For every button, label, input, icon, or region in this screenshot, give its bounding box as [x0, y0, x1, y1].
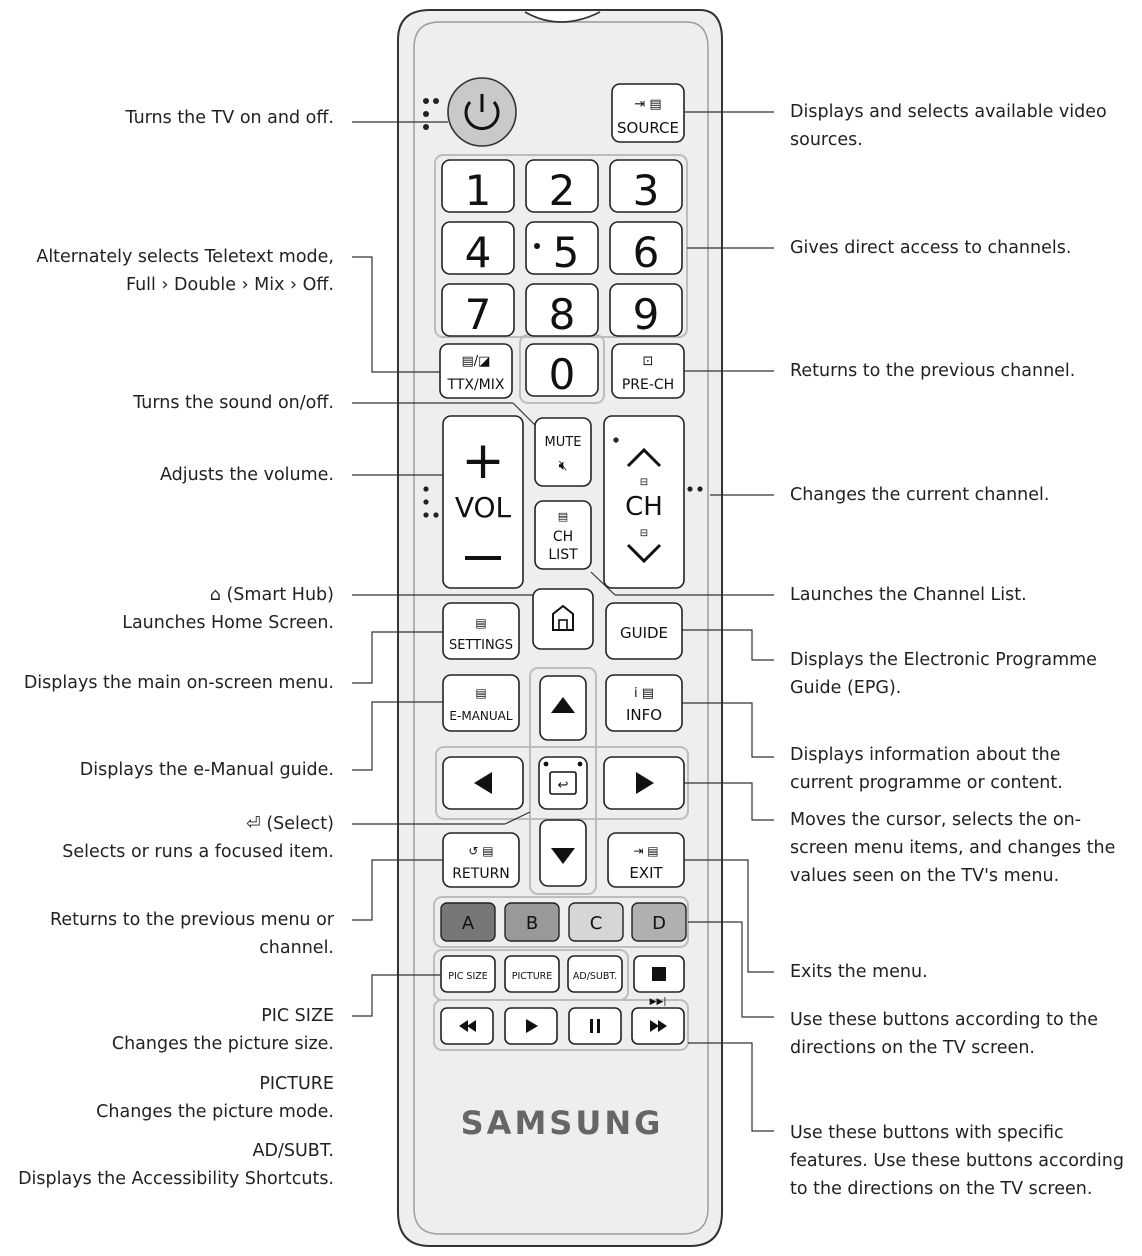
svg-text:5: 5: [553, 228, 580, 277]
source-button[interactable]: [611, 83, 685, 143]
callout-navigation: Moves the cursor, selects the on- screen…: [790, 810, 1116, 886]
callout-channel: Changes the current channel.: [790, 485, 1050, 505]
svg-text:1: 1: [465, 166, 492, 215]
picture-button[interactable]: [504, 955, 560, 993]
callout-pic-size: PIC SIZE Changes the picture size.: [111, 1006, 334, 1054]
svg-text:VOL: VOL: [455, 491, 512, 524]
svg-text:8: 8: [549, 290, 576, 339]
svg-text:GUIDE: GUIDE: [620, 624, 668, 642]
svg-text:D: D: [652, 913, 666, 934]
svg-text:LIST: LIST: [548, 547, 578, 563]
svg-text:4: 4: [465, 228, 492, 277]
color-button-d[interactable]: [631, 902, 687, 942]
svg-text:TTX/MIX: TTX/MIX: [447, 377, 505, 393]
number-pad: 1 2 3 4 5 6 7 8 9 0: [441, 159, 683, 399]
mute-button[interactable]: [534, 417, 592, 487]
svg-text:EXIT: EXIT: [629, 864, 663, 882]
svg-text:9: 9: [633, 290, 660, 339]
svg-text:+: +: [461, 431, 505, 491]
callout-pre-ch: Returns to the previous channel.: [790, 361, 1076, 381]
svg-text:SETTINGS: SETTINGS: [449, 638, 513, 653]
ttx-mix-button[interactable]: [439, 343, 513, 399]
callout-ad-subt: AD/SUBT. Displays the Accessibility Shor…: [18, 1141, 334, 1189]
svg-text:🔇︎: 🔇︎: [559, 458, 568, 474]
svg-text:RETURN: RETURN: [452, 866, 510, 882]
svg-text:↺ ▤: ↺ ▤: [468, 844, 493, 858]
select-button[interactable]: [538, 756, 588, 810]
callout-numbers: Gives direct access to channels.: [790, 238, 1072, 258]
callout-return: Returns to the previous menu or channel.: [49, 910, 334, 958]
svg-text:⊟: ⊟: [640, 528, 648, 539]
callout-ttx-mix: Alternately selects Teletext mode, Full …: [36, 247, 334, 295]
svg-text:PRE-CH: PRE-CH: [622, 377, 674, 393]
brand-logo: SAMSUNG: [461, 1104, 664, 1142]
home-button[interactable]: [532, 588, 594, 650]
pic-size-button[interactable]: [440, 955, 496, 993]
callout-source: Displays and selects available video sou…: [790, 102, 1107, 150]
callout-power: Turns the TV on and off.: [125, 108, 334, 128]
svg-text:▤: ▤: [475, 616, 486, 630]
svg-text:A: A: [462, 913, 475, 934]
svg-text:▤: ▤: [475, 686, 486, 700]
svg-text:B: B: [526, 913, 538, 934]
select-icon: ⏎: [246, 814, 267, 834]
callout-e-manual: Displays the e-Manual guide.: [79, 760, 334, 780]
source-label: SOURCE: [617, 119, 679, 137]
channel-rocker[interactable]: [603, 415, 685, 589]
callout-settings: Displays the main on-screen menu.: [23, 673, 334, 693]
settings-button[interactable]: [442, 602, 520, 660]
callout-guide: Displays the Electronic Programme Guide …: [790, 650, 1097, 698]
svg-text:▶▶|: ▶▶|: [650, 997, 667, 1007]
color-button-b[interactable]: [504, 902, 560, 942]
e-manual-button[interactable]: [442, 674, 520, 732]
svg-text:C: C: [590, 913, 603, 934]
callout-mute: Turns the sound on/off.: [133, 393, 334, 413]
pause-button[interactable]: [568, 1007, 622, 1045]
svg-text:⇥ ▤: ⇥ ▤: [634, 97, 661, 112]
svg-text:PIC SIZE: PIC SIZE: [448, 971, 488, 982]
svg-text:7: 7: [465, 290, 492, 339]
callout-volume: Adjusts the volume.: [159, 465, 334, 485]
volume-rocker[interactable]: [442, 415, 524, 589]
callout-smart-hub: ⌂ (Smart Hub) Launches Home Screen.: [122, 585, 334, 633]
svg-text:⊟: ⊟: [640, 477, 648, 488]
svg-text:3: 3: [633, 166, 660, 215]
svg-text:CH: CH: [625, 492, 663, 522]
svg-text:CH: CH: [553, 529, 573, 545]
ad-subt-button[interactable]: [567, 955, 623, 993]
home-icon: ⌂: [209, 585, 227, 605]
guide-button[interactable]: [605, 602, 683, 660]
svg-text:▤/◪: ▤/◪: [462, 354, 491, 369]
callout-info: Displays information about the current p…: [790, 745, 1063, 793]
svg-text:MUTE: MUTE: [545, 435, 582, 450]
svg-text:⊡: ⊡: [643, 354, 654, 369]
callout-color-buttons: Use these buttons according to the direc…: [790, 1010, 1098, 1058]
color-button-a[interactable]: [440, 902, 496, 942]
svg-text:2: 2: [549, 166, 576, 215]
svg-text:INFO: INFO: [626, 706, 662, 724]
callout-select: ⏎ (Select) Selects or runs a focused ite…: [62, 814, 334, 862]
svg-text:E-MANUAL: E-MANUAL: [449, 709, 512, 723]
svg-text:i ▤: i ▤: [634, 686, 654, 701]
callout-media-buttons: Use these buttons with specific features…: [790, 1123, 1124, 1199]
color-button-c[interactable]: [568, 902, 624, 942]
svg-text:6: 6: [633, 228, 660, 277]
svg-text:▤: ▤: [558, 510, 568, 523]
svg-text:AD/SUBT.: AD/SUBT.: [573, 971, 617, 982]
svg-text:⇥ ▤: ⇥ ▤: [633, 844, 658, 858]
callout-channel-list: Launches the Channel List.: [790, 585, 1027, 605]
callout-picture: PICTURE Changes the picture mode.: [96, 1074, 334, 1122]
callout-exit: Exits the menu.: [790, 962, 928, 982]
svg-text:0: 0: [549, 350, 576, 399]
svg-text:↩: ↩: [558, 778, 569, 793]
svg-text:PICTURE: PICTURE: [512, 971, 553, 982]
ch-list-button[interactable]: [534, 500, 592, 570]
